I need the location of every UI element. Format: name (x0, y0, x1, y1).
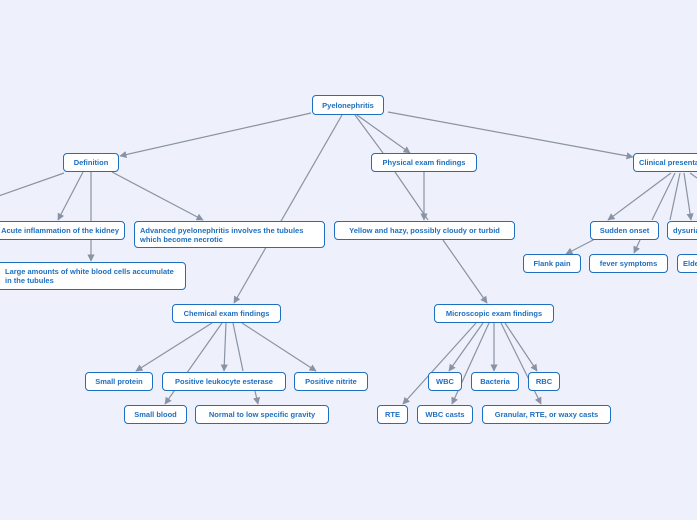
link-sudden-flank (565, 238, 596, 255)
link-clinical-c (689, 172, 697, 179)
node-yellow-hazy[interactable]: Yellow and hazy, possibly cloudy or turb… (334, 221, 515, 240)
link-root-physical (356, 114, 411, 154)
node-rbc[interactable]: RBC (528, 372, 560, 391)
link-micro-rte (402, 322, 477, 405)
node-microscopic-exam-findings[interactable]: Microscopic exam findings (434, 304, 554, 323)
link-leuko-gravity (253, 390, 261, 405)
link-sudden-fever (633, 239, 641, 254)
link-root-definition (119, 112, 312, 159)
node-chemical-exam-findings[interactable]: Chemical exam findings (172, 304, 281, 323)
link-chemical-leuko-b (232, 322, 244, 372)
node-pyelonephritis[interactable]: Pyelonephritis (312, 95, 384, 115)
link-yellow-microscopic (442, 239, 488, 304)
node-flank-pain[interactable]: Flank pain (523, 254, 581, 273)
node-rte[interactable]: RTE (377, 405, 408, 424)
node-definition[interactable]: Definition (63, 153, 119, 172)
link-chemical-leuko (220, 322, 228, 372)
node-acute-inflammation[interactable]: Acute inflammation of the kidney (0, 221, 125, 240)
node-bacteria[interactable]: Bacteria (471, 372, 519, 391)
link-physical-yellow-a (394, 171, 429, 221)
link-definition-advanced (111, 171, 204, 221)
link-root-clinical (387, 111, 634, 160)
link-definition-acute (57, 171, 84, 221)
node-wbc-accumulate[interactable]: Large amounts of white blood cells accum… (0, 262, 186, 290)
node-dysuria[interactable]: dysuria (667, 221, 697, 240)
link-micro-rbc (504, 322, 538, 372)
node-small-protein[interactable]: Small protein (85, 372, 153, 391)
link-chemical-nitrite (241, 322, 317, 372)
node-small-blood[interactable]: Small blood (124, 405, 187, 424)
node-advanced-pyelonephritis[interactable]: Advanced pyelonephritis involves the tub… (134, 221, 325, 248)
link-clinical-dysuria (683, 172, 694, 221)
link-chemical-protein (135, 322, 213, 372)
link-micro-wbccasts (451, 322, 490, 405)
link-clinical-b (669, 172, 681, 221)
node-fever-symptoms[interactable]: fever symptoms (589, 254, 668, 273)
node-elderly[interactable]: Elderly (677, 254, 697, 273)
link-root-physical-b (354, 114, 384, 154)
node-granular-casts[interactable]: Granular, RTE, or waxy casts (482, 405, 611, 424)
node-physical-exam-findings[interactable]: Physical exam findings (371, 153, 477, 172)
link-root-chemical (233, 114, 343, 304)
link-clinical-a (651, 172, 676, 221)
link-clinical-sudden (607, 172, 672, 221)
link-micro-granular (500, 322, 542, 405)
node-clinical-presentation[interactable]: Clinical presentation (633, 153, 697, 172)
node-specific-gravity[interactable]: Normal to low specific gravity (195, 405, 329, 424)
link-micro-wbc (448, 322, 484, 372)
link-definition-left (0, 172, 65, 197)
node-wbc-casts[interactable]: WBC casts (417, 405, 473, 424)
node-wbc[interactable]: WBC (428, 372, 462, 391)
node-positive-nitrite[interactable]: Positive nitrite (294, 372, 368, 391)
node-positive-leukocyte-esterase[interactable]: Positive leukocyte esterase (162, 372, 286, 391)
node-sudden-onset[interactable]: Sudden onset (590, 221, 659, 240)
